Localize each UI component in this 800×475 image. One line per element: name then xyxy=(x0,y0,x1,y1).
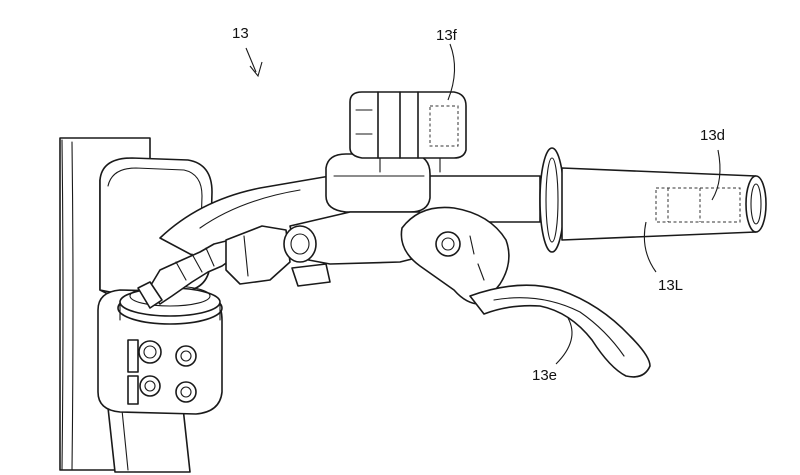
handlebar-clamp xyxy=(97,285,223,415)
label-13l: 13L xyxy=(658,277,683,294)
label-13f: 13f xyxy=(436,27,458,44)
clamp-bolt-1 xyxy=(138,340,162,364)
lever-pivot-housing xyxy=(400,206,510,306)
leader-lines xyxy=(245,43,721,365)
brake-hose-fitting xyxy=(137,225,291,309)
brake-lever xyxy=(469,284,651,378)
clamp-bolt-4 xyxy=(175,381,197,403)
hand-grip xyxy=(561,167,767,241)
label-13e: 13e xyxy=(532,367,557,384)
reference-labels: 13 13f 13d 13L 13e xyxy=(232,25,725,384)
clamp-bolt-3 xyxy=(139,375,161,397)
label-13: 13 xyxy=(232,25,249,42)
grip-flange xyxy=(539,147,565,253)
grip-heater xyxy=(655,187,741,223)
switch-box xyxy=(349,91,467,173)
clamp-bolt-2 xyxy=(175,345,197,367)
label-13d: 13d xyxy=(700,127,725,144)
